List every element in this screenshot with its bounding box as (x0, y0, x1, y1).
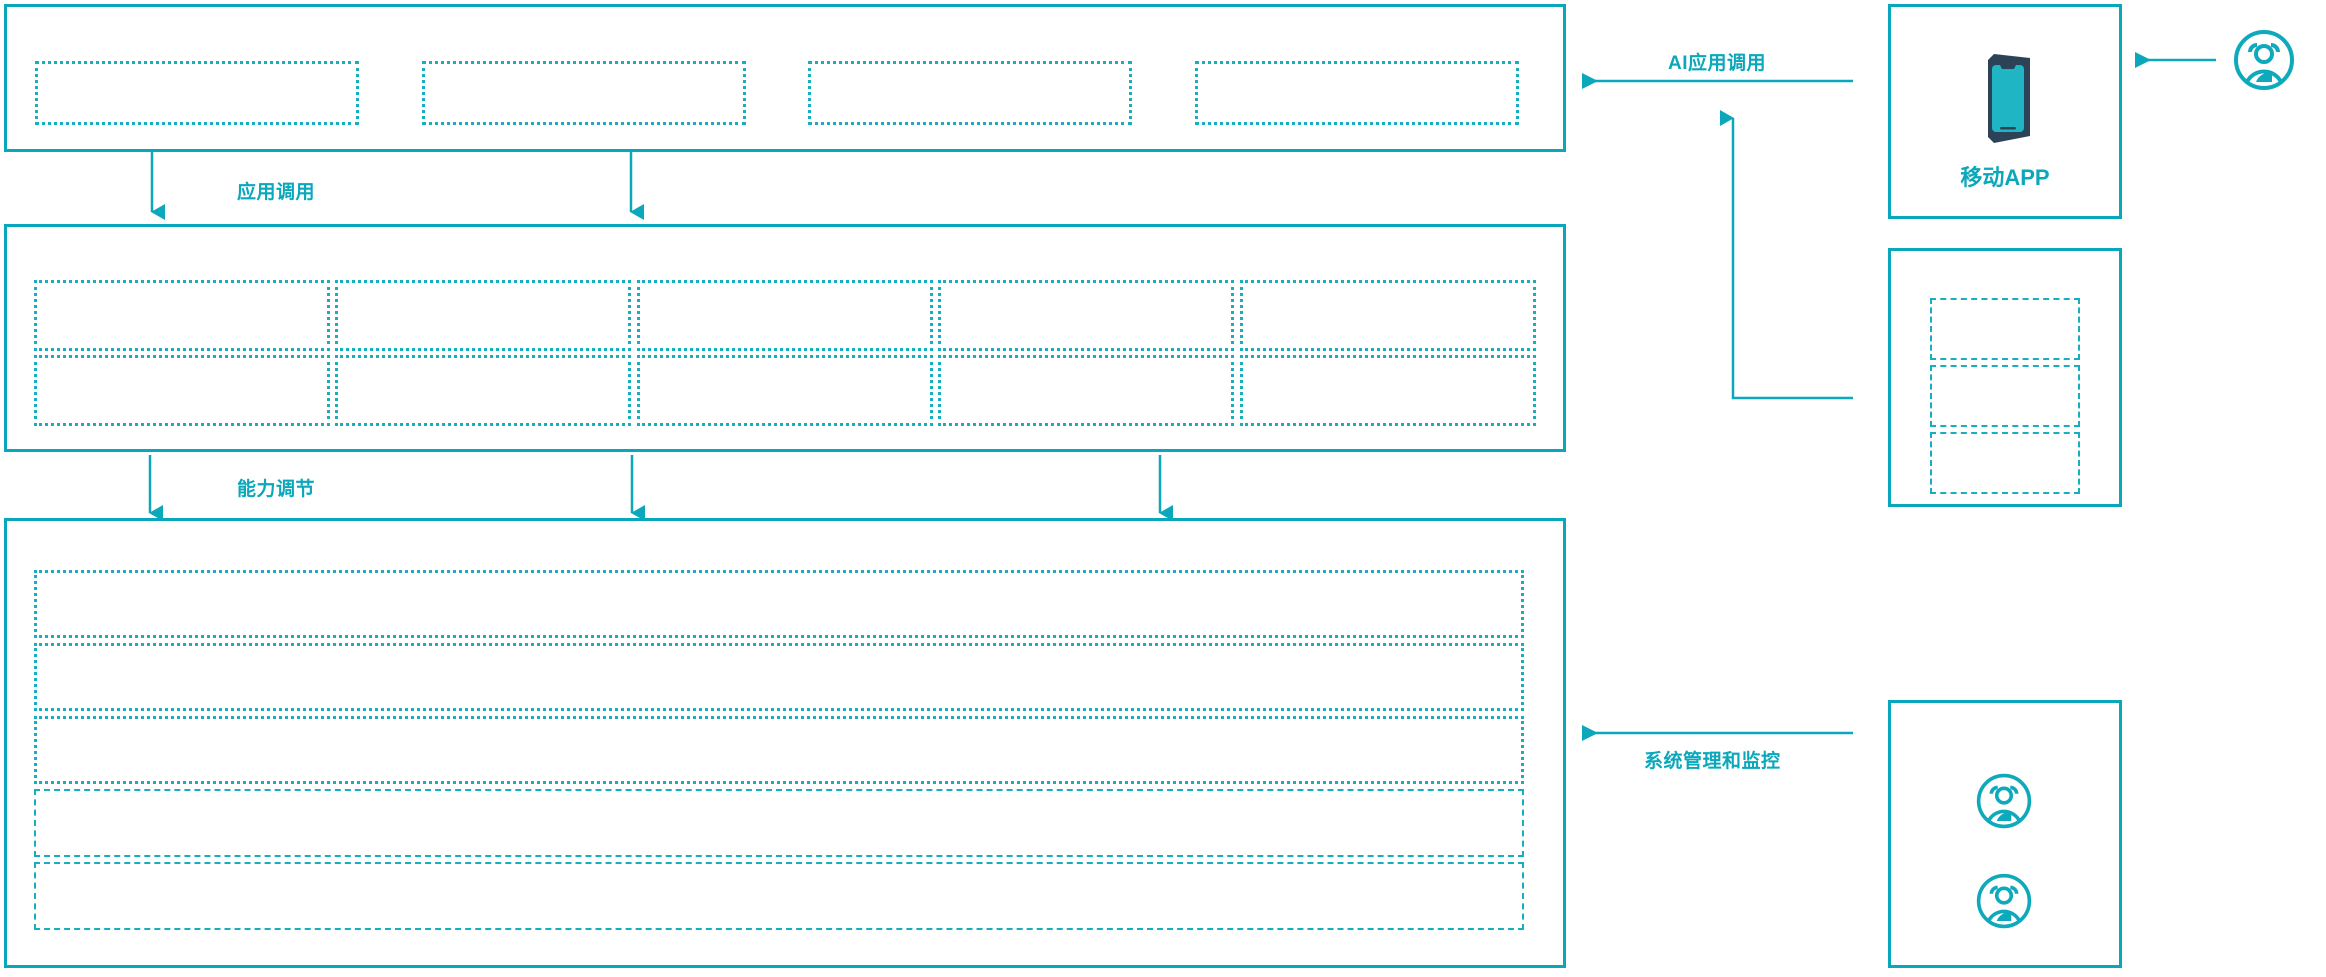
external-user-icon[interactable] (2232, 28, 2296, 92)
channel-box-1[interactable] (1930, 298, 2080, 360)
cap-r1-c4[interactable] (938, 280, 1234, 351)
infrastructure-layer-panel (4, 518, 1566, 968)
infra-row-1[interactable] (34, 570, 1524, 638)
channel-box-2[interactable] (1930, 365, 2080, 427)
cap-r1-c1[interactable] (34, 280, 330, 351)
infra-row-3[interactable] (34, 716, 1524, 784)
cap-r2-c1[interactable] (34, 355, 330, 426)
admin-panel[interactable] (1888, 700, 2122, 968)
infra-row-2[interactable] (34, 643, 1524, 711)
cap-r1-c5[interactable] (1240, 280, 1536, 351)
app-box-3[interactable] (808, 61, 1132, 125)
app-box-2[interactable] (422, 61, 746, 125)
connector-label-app-call: 应用调用 (237, 182, 316, 203)
cap-r1-c3[interactable] (637, 280, 933, 351)
app-box-1[interactable] (35, 61, 359, 125)
cap-r2-c5[interactable] (1240, 355, 1536, 426)
app-box-4[interactable] (1195, 61, 1519, 125)
infra-row-5[interactable] (34, 862, 1524, 930)
smartphone-icon (1978, 48, 2038, 148)
connector-channel-riser (1720, 110, 1853, 400)
connector-label-ai-app-call: AI应用调用 (1668, 53, 1767, 74)
connector-label-system-monitor: 系统管理和监控 (1644, 751, 1781, 772)
cap-r2-c2[interactable] (335, 355, 631, 426)
cap-r1-c2[interactable] (335, 280, 631, 351)
mobile-app-label: 移动APP (1960, 165, 2050, 190)
connector-label-capability: 能力调节 (237, 479, 316, 500)
channel-panel[interactable] (1888, 248, 2122, 507)
capability-layer-panel (4, 224, 1566, 452)
application-layer-panel (4, 4, 1566, 152)
channel-box-3[interactable] (1930, 432, 2080, 494)
cap-r2-c4[interactable] (938, 355, 1234, 426)
admin-user-icon-1[interactable] (1975, 772, 2033, 830)
cap-r2-c3[interactable] (637, 355, 933, 426)
admin-user-icon-2[interactable] (1975, 872, 2033, 930)
infra-row-4[interactable] (34, 789, 1524, 857)
